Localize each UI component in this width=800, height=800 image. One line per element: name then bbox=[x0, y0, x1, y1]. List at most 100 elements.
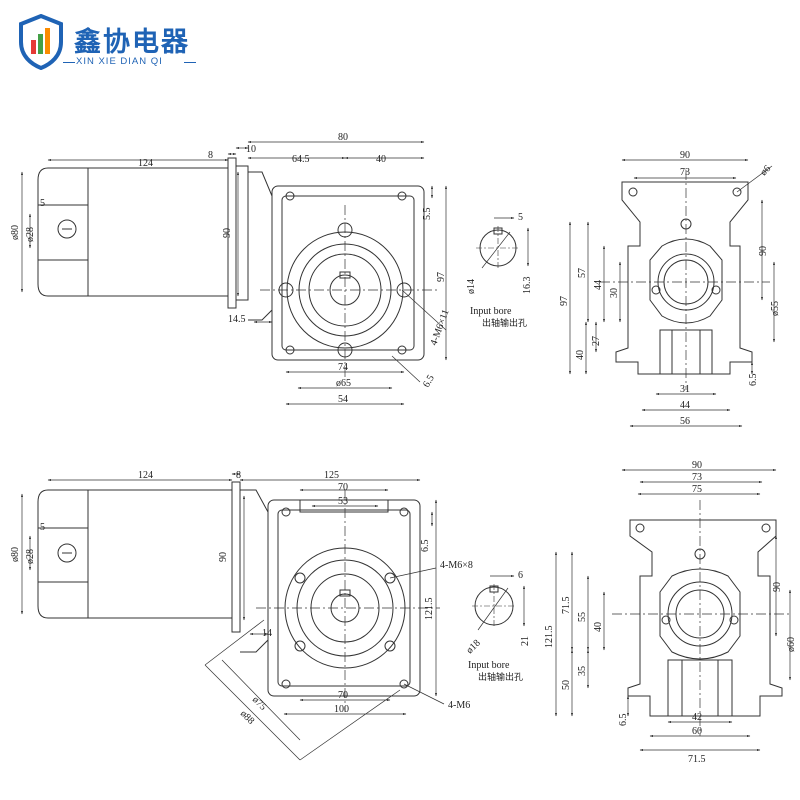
dim2-pcd-top: 53 bbox=[338, 496, 348, 507]
drawing2-dimension-lines bbox=[20, 472, 445, 761]
drawing2-input-bore bbox=[472, 574, 526, 631]
dim-overall-width: 80 bbox=[338, 132, 348, 143]
dim2-motor-length: 124 bbox=[138, 470, 153, 481]
dim-shaft-diameter: ø28 bbox=[25, 227, 36, 242]
side-v40: 40 bbox=[575, 350, 586, 360]
bore-depth: 16.3 bbox=[522, 277, 533, 295]
dim2-flange-height: 90 bbox=[218, 552, 229, 562]
bore2-depth: 21 bbox=[520, 636, 531, 646]
dim2-left: 14 bbox=[262, 628, 272, 639]
bore-diameter: ø14 bbox=[466, 279, 477, 294]
side-t65: 6.5 bbox=[748, 374, 759, 387]
side2-v40: 40 bbox=[593, 622, 604, 632]
side-housing bbox=[615, 181, 753, 375]
drawing2-side-labels: 90 73 75 121.5 71.5 55 40 35 50 90 ø60 6… bbox=[544, 460, 797, 765]
dim-flange-height: 90 bbox=[222, 228, 233, 238]
dim-base-width: 74 bbox=[338, 362, 348, 373]
brand-name-cn: 鑫协电器 bbox=[74, 27, 190, 58]
side2-b42: 42 bbox=[692, 712, 702, 723]
brand-logo: 鑫协电器 XIN XIE DIAN QI bbox=[18, 12, 198, 72]
side-hole: ø6 bbox=[758, 163, 773, 178]
side2-v35: 35 bbox=[577, 666, 588, 676]
dim-motor-diameter: ø80 bbox=[10, 225, 21, 240]
dim-body-height: 97 bbox=[436, 272, 447, 282]
dim-key: 5 bbox=[40, 198, 45, 209]
brand-divider-right bbox=[184, 62, 196, 63]
side2-v715: 71.5 bbox=[561, 597, 572, 615]
dim2-motor-diameter: ø80 bbox=[10, 547, 21, 562]
drawing1-front-view bbox=[37, 157, 440, 380]
side-bore: ø55 bbox=[770, 301, 781, 316]
drawing2-side-dims bbox=[554, 468, 792, 752]
motor-body bbox=[37, 167, 229, 297]
side2-h90: 90 bbox=[772, 582, 783, 592]
dim2-holes-bottom: 4-M6 bbox=[448, 700, 470, 711]
drawing2-front-view bbox=[37, 481, 440, 712]
dim-left-offset: 14.5 bbox=[228, 314, 246, 325]
side2-bore: ø60 bbox=[786, 637, 797, 652]
bore-label-cn: 出轴输出孔 bbox=[482, 317, 527, 329]
dim2-pcd: ø75 bbox=[250, 694, 268, 712]
side-b44: 44 bbox=[680, 400, 690, 411]
drawing1-dimension-lines bbox=[20, 140, 448, 406]
gearbox2-housing bbox=[267, 499, 421, 697]
dim-hole-depth: 6.5 bbox=[421, 373, 437, 389]
dim-top-margin: 5.5 bbox=[422, 208, 433, 221]
drawing1-side-labels: 90 73 ø6 97 57 44 30 27 40 90 ø55 6.5 31… bbox=[559, 150, 781, 427]
dim2-pcd2: ø88 bbox=[238, 708, 256, 726]
dim2-key: 5 bbox=[40, 522, 45, 533]
side2-height: 121.5 bbox=[544, 626, 555, 649]
dim-flange-width: 10 bbox=[246, 144, 256, 155]
side-v57: 57 bbox=[577, 268, 588, 278]
dim-motor-length: 124 bbox=[138, 158, 153, 169]
dim2-inner: 70 bbox=[338, 482, 348, 493]
side-b56: 56 bbox=[680, 416, 690, 427]
bore2-label-en: Input bore bbox=[468, 660, 510, 671]
dim2-flange-gap: 8 bbox=[236, 470, 241, 481]
gearbox-housing bbox=[271, 185, 425, 361]
side-v44: 44 bbox=[593, 280, 604, 290]
bore-label-en: Input bore bbox=[470, 306, 512, 317]
side2-b715: 71.5 bbox=[688, 754, 706, 765]
brand-divider-left bbox=[63, 62, 75, 63]
side2-b60: 60 bbox=[692, 726, 702, 737]
side2-v50: 50 bbox=[561, 680, 572, 690]
side2-housing bbox=[627, 519, 783, 717]
side-width: 90 bbox=[680, 150, 690, 161]
dim-holes: 4-M6×11 bbox=[428, 308, 451, 347]
side-inner-width: 73 bbox=[680, 167, 690, 178]
dim2-holes-top: 4-M6×8 bbox=[440, 560, 473, 571]
drawing1-bore-labels: 5 ø14 16.3 Input bore 出轴输出孔 bbox=[466, 212, 533, 329]
dim-flange-gap: 8 bbox=[208, 150, 213, 161]
side-h90: 90 bbox=[758, 246, 769, 256]
dim2-top: 6.5 bbox=[420, 540, 431, 553]
side2-v55: 55 bbox=[577, 612, 588, 622]
dim-offset-left: 64.5 bbox=[292, 154, 310, 165]
side-v27: 27 bbox=[591, 336, 602, 346]
drawing2-side-view bbox=[612, 500, 790, 736]
dim-offset-right: 40 bbox=[376, 154, 386, 165]
side2-width: 90 bbox=[692, 460, 702, 471]
bore2-key: 6 bbox=[518, 570, 523, 581]
dim2-bottom-inner: 70 bbox=[338, 690, 348, 701]
side-b31: 31 bbox=[680, 384, 690, 395]
motor-terminal-circle bbox=[57, 219, 77, 239]
drawing1-side-view bbox=[600, 170, 770, 390]
motor2-body bbox=[37, 489, 233, 619]
dim-foot-width: 54 bbox=[338, 394, 348, 405]
bore2-diameter: ø18 bbox=[464, 638, 482, 656]
dim2-height: 121.5 bbox=[424, 598, 435, 621]
drawing1-side-dims bbox=[568, 158, 776, 428]
bore-key: 5 bbox=[518, 212, 523, 223]
motor2-terminal-circle bbox=[57, 543, 77, 563]
bore2-label-cn: 出轴输出孔 bbox=[478, 671, 523, 683]
dim2-shaft-diameter: ø28 bbox=[25, 549, 36, 564]
dim-pcd: ø65 bbox=[336, 378, 351, 389]
side-v30: 30 bbox=[609, 288, 620, 298]
brand-name-en: XIN XIE DIAN QI bbox=[76, 56, 163, 67]
dim2-overall-width: 125 bbox=[324, 470, 339, 481]
drawing1-input-bore bbox=[476, 216, 530, 270]
dim2-base: 100 bbox=[334, 704, 349, 715]
side2-t65: 6.5 bbox=[618, 714, 629, 727]
